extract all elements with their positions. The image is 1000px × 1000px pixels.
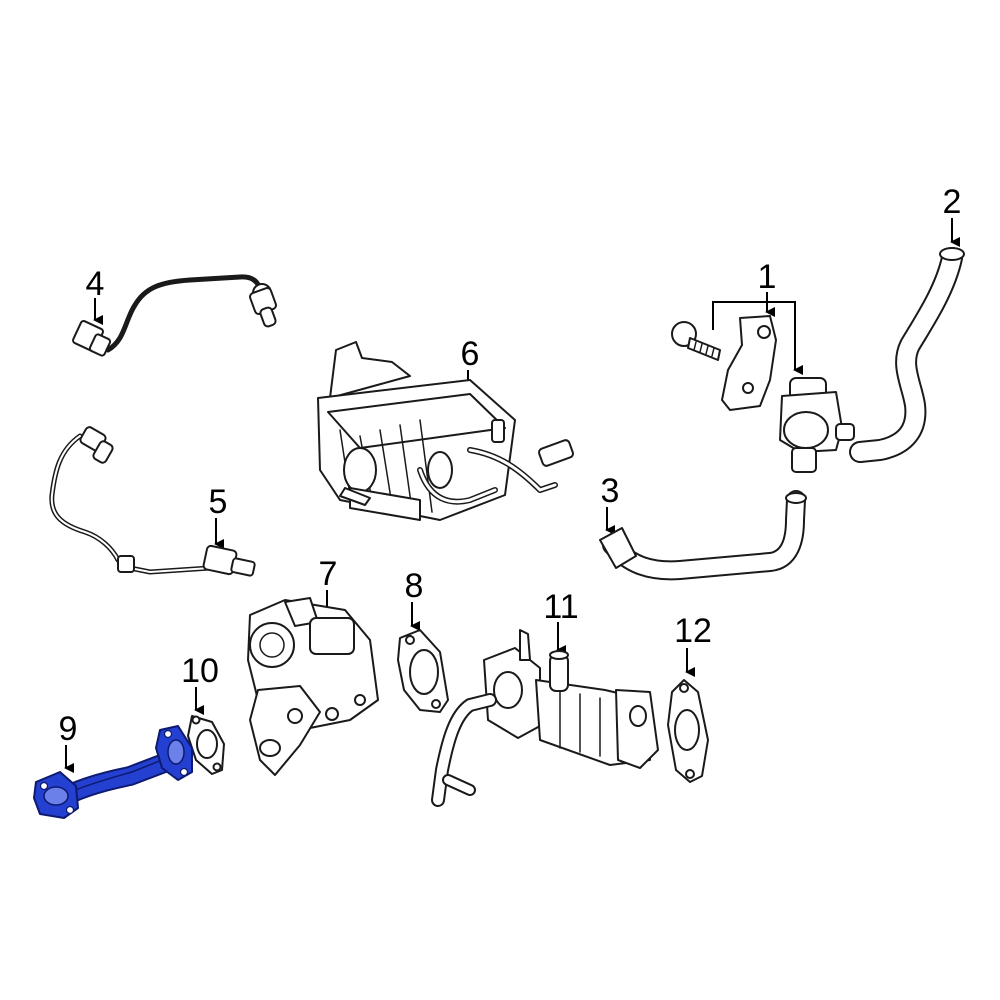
part-1-purge-valve-assembly[interactable]	[671, 315, 855, 473]
callout-7: 7	[319, 555, 338, 593]
part-2-hose[interactable]	[849, 247, 965, 463]
part-12-gasket[interactable]	[667, 679, 709, 783]
callout-2: 2	[943, 183, 962, 221]
part-10-gasket[interactable]	[187, 715, 225, 775]
part-8-gasket[interactable]	[397, 629, 449, 713]
callout-9: 9	[59, 710, 78, 748]
callout-12: 12	[674, 612, 712, 650]
part-9-egr-pipe-highlighted[interactable]	[33, 725, 193, 819]
callout-8: 8	[405, 567, 424, 605]
part-4-oxygen-sensor[interactable]	[72, 274, 277, 357]
part-11-egr-cooler[interactable]	[431, 629, 659, 807]
callout-11: 11	[543, 588, 578, 626]
part-7-egr-valve[interactable]	[247, 597, 379, 776]
callout-10: 10	[181, 652, 219, 690]
callout-1: 1	[758, 258, 777, 296]
part-6-vapor-canister[interactable]	[317, 341, 574, 521]
callout-6: 6	[461, 335, 480, 373]
leader-arrows	[64, 218, 960, 773]
callout-5: 5	[209, 483, 228, 521]
callout-3: 3	[601, 472, 620, 510]
part-3-hose[interactable]	[599, 490, 807, 581]
part-5-oxygen-sensor[interactable]	[49, 426, 256, 577]
callout-4: 4	[86, 265, 105, 303]
